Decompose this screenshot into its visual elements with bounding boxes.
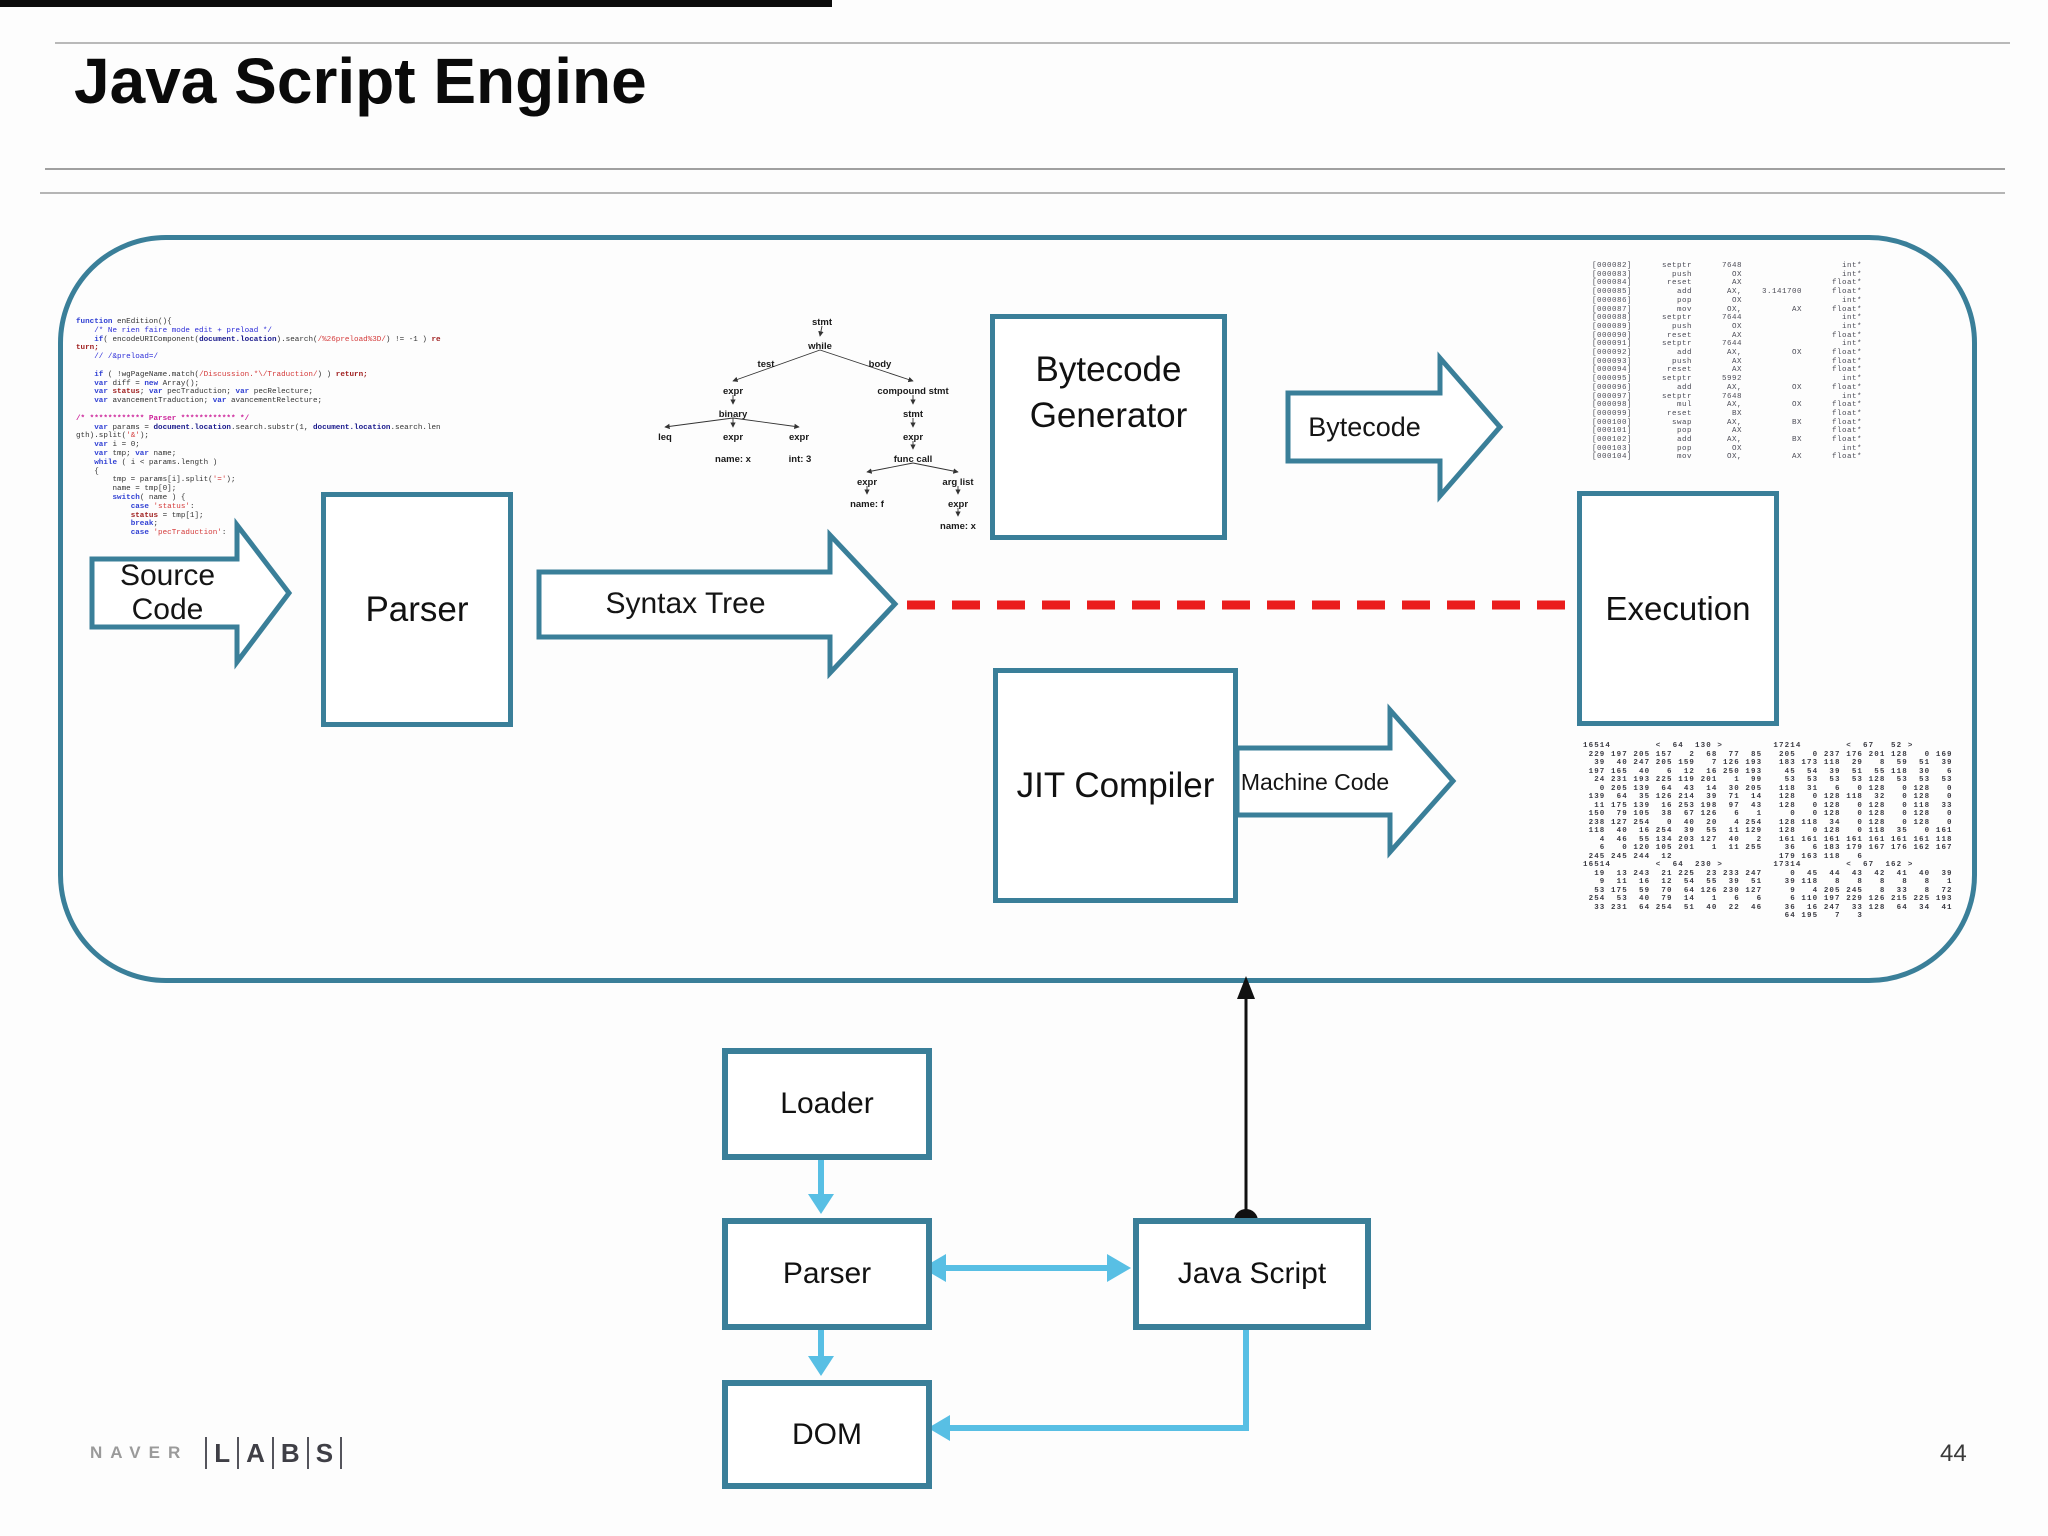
logo-letter-s: S: [315, 1437, 334, 1468]
javascript-to-dom-arrowhead: [928, 1415, 950, 1441]
machine-code-arrow: [1234, 703, 1457, 859]
page-number: 44: [1940, 1440, 1967, 1467]
source-code-arrow: [89, 517, 293, 670]
bytecode-generator-label: Bytecode Generator: [1029, 350, 1188, 435]
svg-text:body: body: [869, 359, 892, 370]
jit-compiler-box: JIT Compiler: [993, 668, 1238, 903]
javascript-to-dom-elbow: [944, 1318, 1249, 1431]
logo-divider: [271, 1437, 274, 1469]
svg-text:expr: expr: [857, 477, 877, 488]
javascript-label: Java Script: [1177, 1257, 1327, 1290]
top-black-bar: [0, 0, 832, 7]
jit-compiler-label: JIT Compiler: [1016, 765, 1215, 805]
syntax-tree-arrow: [536, 528, 899, 680]
source-code-arrow-label: Source Code: [119, 559, 216, 626]
svg-text:expr: expr: [723, 386, 743, 397]
svg-text:expr: expr: [789, 432, 809, 443]
svg-text:name: x: name: x: [940, 521, 977, 532]
machine-code-dump: 16514 < 64 130 > 17214 < 67 52 > 229 197…: [1583, 742, 1953, 920]
loader-to-parser-arrowhead: [808, 1194, 834, 1214]
svg-text:compound stmt: compound stmt: [877, 386, 949, 397]
svg-text:leq: leq: [658, 432, 672, 443]
bytecode-generator-box: Bytecode Generator: [990, 314, 1227, 540]
parser-browser-box: Parser: [722, 1218, 932, 1330]
syntax-tree-figure: stmt while test body expr compound stmt binary…: [658, 317, 977, 532]
svg-text:name: f: name: f: [850, 499, 885, 510]
svg-text:test: test: [758, 359, 776, 370]
parser-engine-box: Parser: [321, 492, 513, 727]
loader-box: Loader: [722, 1048, 932, 1160]
naver-logo-text: NAVER: [90, 1443, 189, 1462]
logo-letter-b: B: [280, 1437, 300, 1468]
svg-text:name: x: name: x: [715, 454, 752, 465]
svg-text:stmt: stmt: [812, 317, 833, 328]
dom-label: DOM: [792, 1417, 862, 1451]
loader-label: Loader: [780, 1087, 874, 1120]
source-code-snippet: function enEdition(){ /* Ne rien faire m…: [76, 318, 441, 538]
javascript-box: Java Script: [1133, 1218, 1371, 1330]
header-rule-top: [55, 42, 2010, 44]
page-title: Java Script Engine: [74, 45, 647, 117]
logo-letter-l: L: [214, 1437, 231, 1468]
logo-letter-a: A: [246, 1437, 265, 1468]
svg-text:binary: binary: [719, 409, 748, 420]
syntax-tree-arrow-label: Syntax Tree: [605, 587, 766, 620]
naver-labs-logo: NAVER L A B S: [90, 1432, 349, 1474]
parser-javascript-arrowhead-left: [922, 1254, 946, 1282]
svg-text:stmt: stmt: [903, 409, 924, 420]
parser-javascript-arrowhead-right: [1107, 1254, 1131, 1282]
title-rule-2: [40, 192, 2005, 194]
title-rule-1: [45, 168, 2005, 170]
logo-divider: [237, 1437, 240, 1469]
svg-text:int: 3: int: 3: [789, 454, 812, 465]
svg-text:arg list: arg list: [942, 477, 974, 488]
javascript-to-engine-arrowhead: [1237, 976, 1255, 999]
logo-divider: [306, 1437, 309, 1469]
svg-text:func call: func call: [894, 454, 933, 465]
execution-label: Execution: [1605, 589, 1751, 627]
svg-text:expr: expr: [723, 432, 743, 443]
bytecode-listing: [000082] setptr 7648 int* [000083] push …: [1592, 262, 1863, 462]
execution-box: Execution: [1577, 491, 1779, 726]
parser-engine-label: Parser: [365, 589, 469, 629]
bytecode-arrow: [1285, 351, 1504, 503]
parser-to-dom-arrowhead: [808, 1356, 834, 1376]
svg-text:while: while: [807, 341, 832, 352]
logo-divider: [340, 1437, 343, 1469]
machine-code-arrow-label: Machine Code: [1240, 768, 1390, 795]
svg-text:expr: expr: [903, 432, 923, 443]
logo-divider: [205, 1437, 208, 1469]
svg-text:expr: expr: [948, 499, 968, 510]
js-engine-container: [58, 235, 1977, 983]
dom-box: DOM: [722, 1380, 932, 1489]
parser-browser-label: Parser: [782, 1257, 872, 1290]
bytecode-arrow-label: Bytecode: [1308, 411, 1421, 442]
